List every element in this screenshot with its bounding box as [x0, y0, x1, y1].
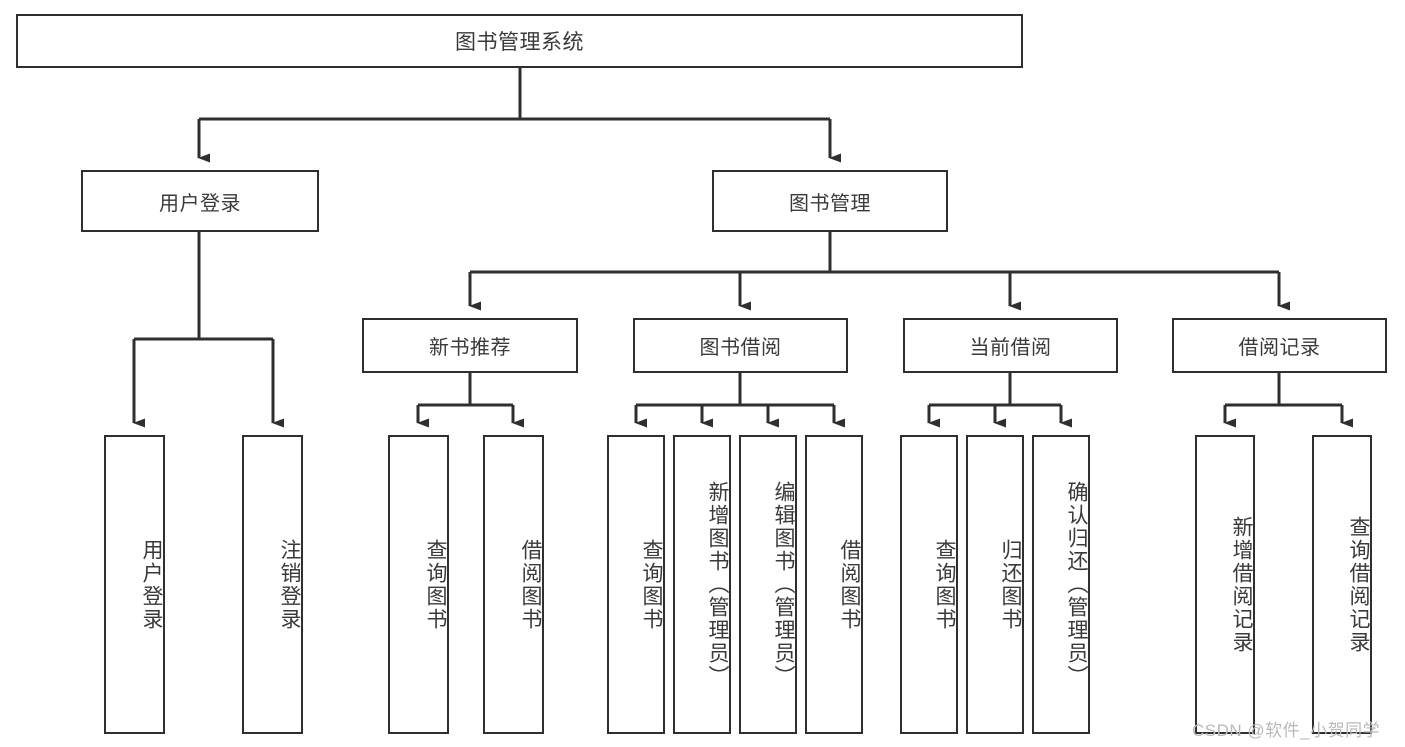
watermark: CSDN @软件_小贺同学 [1192, 721, 1381, 740]
node-leaf-query-book-1-label: 查询图书 [424, 538, 447, 631]
node-root[interactable]: 图书管理系统 [16, 14, 1023, 68]
node-leaf-add-record[interactable]: 新增借阅记录 [1195, 435, 1255, 734]
node-leaf-add-book[interactable]: 新增图书（管理员） [673, 435, 731, 734]
node-leaf-return-book[interactable]: 归还图书 [966, 435, 1024, 734]
node-leaf-query-book-2[interactable]: 查询图书 [607, 435, 665, 734]
node-leaf-confirm-return-label: 确认归还（管理员） [1065, 481, 1088, 688]
node-leaf-edit-book[interactable]: 编辑图书（管理员） [739, 435, 797, 734]
node-borrow-record-label: 借阅记录 [1238, 337, 1321, 359]
node-current-borrow[interactable]: 当前借阅 [903, 318, 1118, 373]
node-leaf-add-book-label: 新增图书（管理员） [706, 481, 729, 688]
node-leaf-confirm-return[interactable]: 确认归还（管理员） [1032, 435, 1090, 734]
node-leaf-borrow-book-2[interactable]: 借阅图书 [805, 435, 863, 734]
node-leaf-user-logout[interactable]: 注销登录 [242, 435, 303, 734]
node-leaf-user-logout-label: 注销登录 [278, 538, 301, 631]
node-leaf-query-book-1[interactable]: 查询图书 [388, 435, 449, 734]
node-leaf-edit-book-label: 编辑图书（管理员） [772, 481, 795, 688]
node-root-label: 图书管理系统 [455, 31, 584, 54]
node-leaf-query-book-3[interactable]: 查询图书 [900, 435, 958, 734]
node-leaf-query-book-3-label: 查询图书 [933, 538, 956, 631]
node-leaf-user-login[interactable]: 用户登录 [104, 435, 165, 734]
node-book-borrow-label: 图书借阅 [699, 337, 782, 359]
node-leaf-query-record-label: 查询借阅记录 [1347, 515, 1370, 654]
node-leaf-borrow-book-1-label: 借阅图书 [519, 538, 542, 631]
node-user-login-label: 用户登录 [159, 192, 241, 215]
node-book-manage-label: 图书管理 [789, 192, 871, 215]
node-new-book-recommend-label: 新书推荐 [429, 337, 511, 359]
node-leaf-query-record[interactable]: 查询借阅记录 [1312, 435, 1372, 734]
node-current-borrow-label: 当前借阅 [969, 337, 1052, 359]
node-leaf-borrow-book-1[interactable]: 借阅图书 [483, 435, 544, 734]
node-new-book-recommend[interactable]: 新书推荐 [362, 318, 578, 373]
node-book-manage[interactable]: 图书管理 [712, 170, 948, 232]
node-leaf-borrow-book-2-label: 借阅图书 [838, 538, 861, 631]
node-borrow-record[interactable]: 借阅记录 [1172, 318, 1387, 373]
node-leaf-return-book-label: 归还图书 [999, 538, 1022, 631]
node-leaf-add-record-label: 新增借阅记录 [1230, 515, 1253, 654]
node-user-login[interactable]: 用户登录 [81, 170, 319, 232]
node-leaf-user-login-label: 用户登录 [140, 538, 163, 631]
node-leaf-query-book-2-label: 查询图书 [640, 538, 663, 631]
node-book-borrow[interactable]: 图书借阅 [633, 318, 848, 373]
